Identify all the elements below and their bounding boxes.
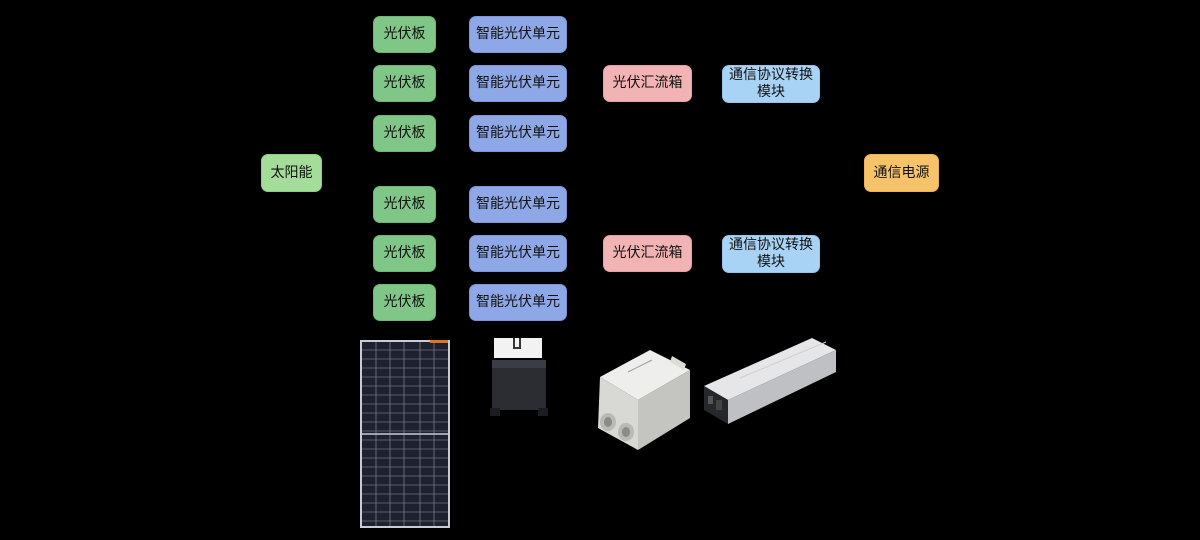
node-solar-energy: 太阳能	[261, 154, 322, 192]
node-pv-panel: 光伏板	[373, 235, 436, 272]
node-protocol-converter: 通信协议转换 模块	[722, 65, 820, 103]
optimizer-photo	[490, 338, 548, 416]
node-smart-pv-unit: 智能光伏单元	[469, 115, 567, 152]
node-smart-pv-unit: 智能光伏单元	[469, 235, 567, 272]
node-telecom-power: 通信电源	[864, 154, 939, 192]
node-pv-panel: 光伏板	[373, 284, 436, 321]
node-pv-panel: 光伏板	[373, 115, 436, 152]
node-pv-panel: 光伏板	[373, 16, 436, 53]
solar-panel-photo	[360, 340, 450, 528]
node-pv-panel: 光伏板	[373, 65, 436, 102]
power-module-photo	[704, 338, 836, 424]
node-smart-pv-unit: 智能光伏单元	[469, 65, 567, 102]
node-smart-pv-unit: 智能光伏单元	[469, 16, 567, 53]
node-smart-pv-unit: 智能光伏单元	[469, 186, 567, 223]
node-pv-panel: 光伏板	[373, 186, 436, 223]
node-pv-combiner-box: 光伏汇流箱	[603, 65, 692, 102]
node-pv-combiner-box: 光伏汇流箱	[603, 235, 692, 272]
node-protocol-converter: 通信协议转换 模块	[722, 235, 820, 273]
combiner-box-photo	[598, 350, 690, 450]
node-smart-pv-unit: 智能光伏单元	[469, 284, 567, 321]
